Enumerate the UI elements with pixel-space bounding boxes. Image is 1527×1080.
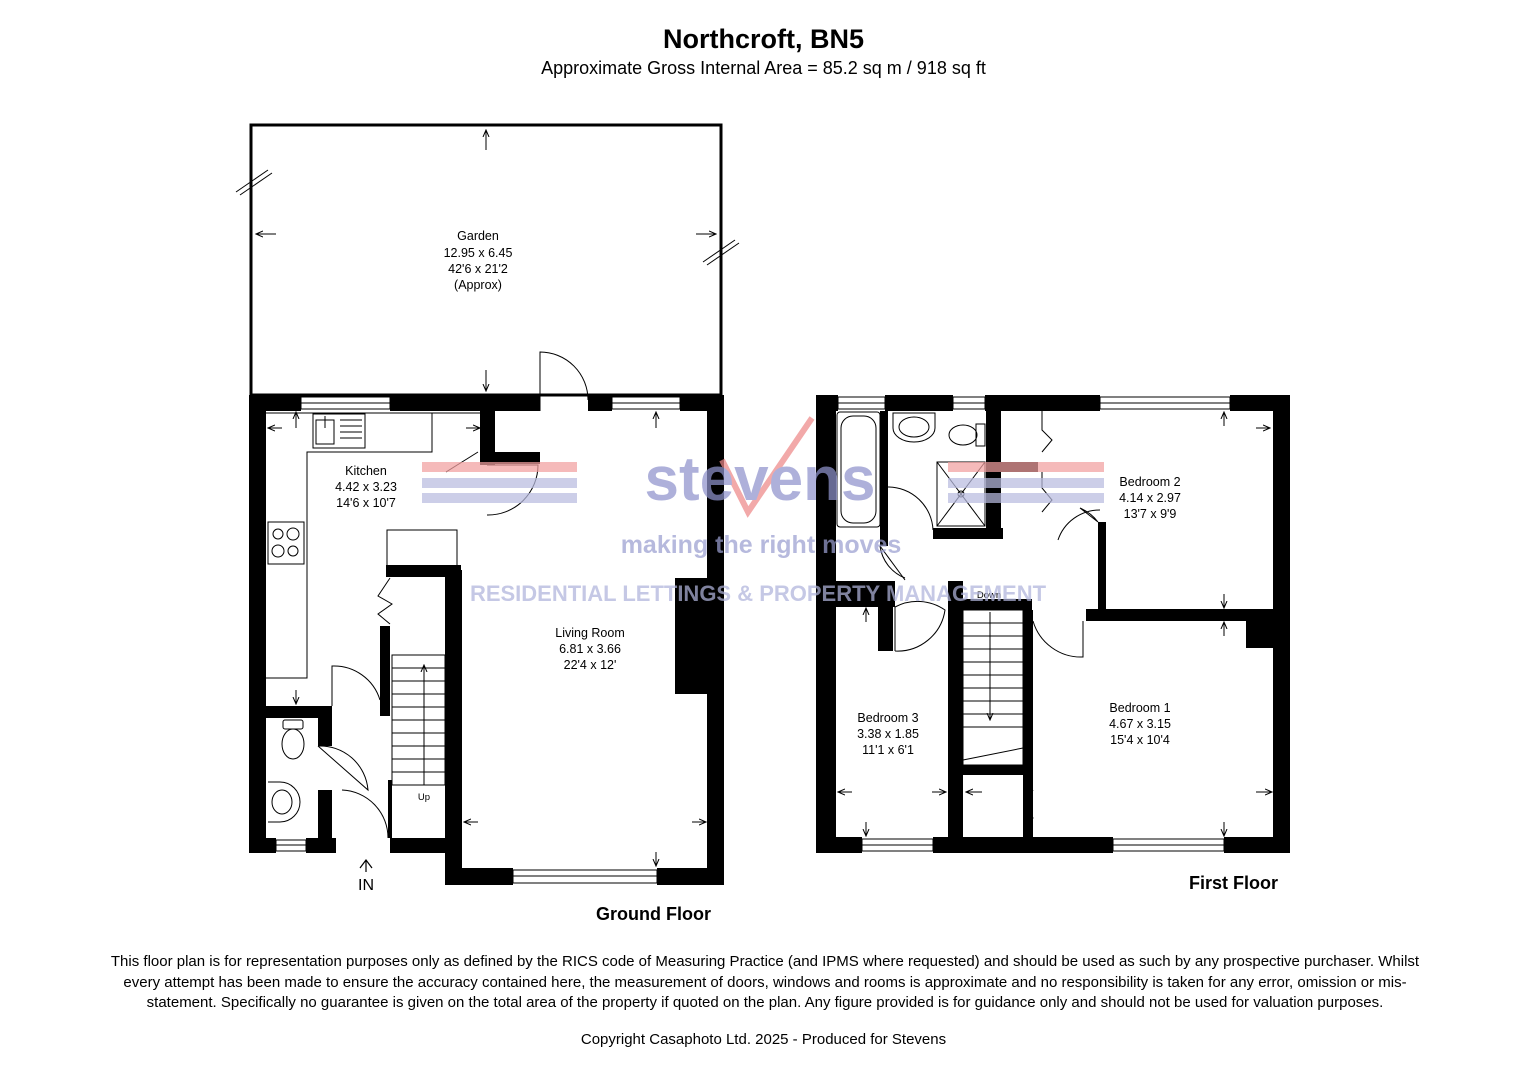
bathroom-basin-icon: [892, 412, 936, 443]
kitchen-imperial: 14'6 x 10'7: [336, 496, 396, 510]
ground-walls: [249, 395, 724, 885]
garden-outline: [249, 123, 723, 397]
entrance-arrow-icon: [359, 859, 373, 872]
bedroom2-imperial: 13'7 x 9'9: [1124, 507, 1177, 521]
first-floor-label: First Floor: [1189, 873, 1278, 893]
stevens-watermark: stevens making the right moves RESIDENTI…: [422, 416, 1104, 606]
basin-icon: [268, 781, 301, 823]
stairs-up-label: Up: [418, 792, 430, 803]
first-windows: [837, 396, 1231, 852]
garden-metric: 12.95 x 6.45: [444, 246, 513, 260]
watermark-tick-icon: [719, 416, 815, 518]
living-room-metric: 6.81 x 3.66: [559, 642, 621, 656]
bathroom-toilet-icon: [948, 423, 986, 447]
bedroom2-metric: 4.14 x 2.97: [1119, 491, 1181, 505]
first-walls: [816, 395, 1290, 853]
kitchen-sink-icon: [312, 413, 366, 449]
area-subtitle: Approximate Gross Internal Area = 85.2 s…: [541, 58, 986, 78]
kitchen-metric: 4.42 x 3.23: [335, 480, 397, 494]
living-room-imperial: 22'4 x 12': [564, 658, 617, 672]
garden-imperial: 42'6 x 21'2: [448, 262, 508, 276]
watermark-tagline: making the right moves: [621, 531, 902, 559]
bedroom2-name: Bedroom 2: [1119, 475, 1180, 489]
hob-icon: [267, 521, 305, 565]
copyright-text: Copyright Casaphoto Ltd. 2025 - Produced…: [580, 1031, 947, 1048]
toilet-icon: [281, 719, 305, 760]
entrance-label: IN: [358, 877, 374, 894]
bedroom3-metric: 3.38 x 1.85: [857, 727, 919, 741]
living-room-name: Living Room: [555, 626, 624, 640]
bath-icon: [836, 411, 881, 528]
stairs-down-label: Down: [977, 590, 1001, 601]
bedroom1-imperial: 15'4 x 10'4: [1110, 733, 1170, 747]
bedroom1-name: Bedroom 1: [1109, 701, 1170, 715]
watermark-services: RESIDENTIAL LETTINGS & PROPERTY MANAGEME…: [470, 581, 1047, 606]
kitchen-name: Kitchen: [345, 464, 387, 478]
ground-floor-label: Ground Floor: [596, 904, 711, 924]
plan-title: Northcroft, BN5: [663, 24, 864, 54]
disclaimer-text: This floor plan is for representation pu…: [110, 953, 1420, 1011]
garden-note: (Approx): [454, 278, 502, 292]
bedroom1-metric: 4.67 x 3.15: [1109, 717, 1171, 731]
first-floor-plan: Bedroom 2 4.14 x 2.97 13'7 x 9'9 Bedroom…: [816, 395, 1290, 853]
garden-name: Garden: [457, 229, 499, 243]
ground-floor-plan: Garden 12.95 x 6.45 42'6 x 21'2 (Approx)…: [235, 123, 740, 894]
bedroom3-name: Bedroom 3: [857, 711, 918, 725]
first-stairs: [962, 609, 1024, 766]
ground-stairs: [391, 654, 446, 786]
ground-windows: [275, 396, 681, 884]
kitchen-counter: [266, 412, 433, 679]
bedroom3-imperial: 11'1 x 6'1: [862, 743, 914, 757]
watermark-brand: stevens: [645, 445, 876, 514]
